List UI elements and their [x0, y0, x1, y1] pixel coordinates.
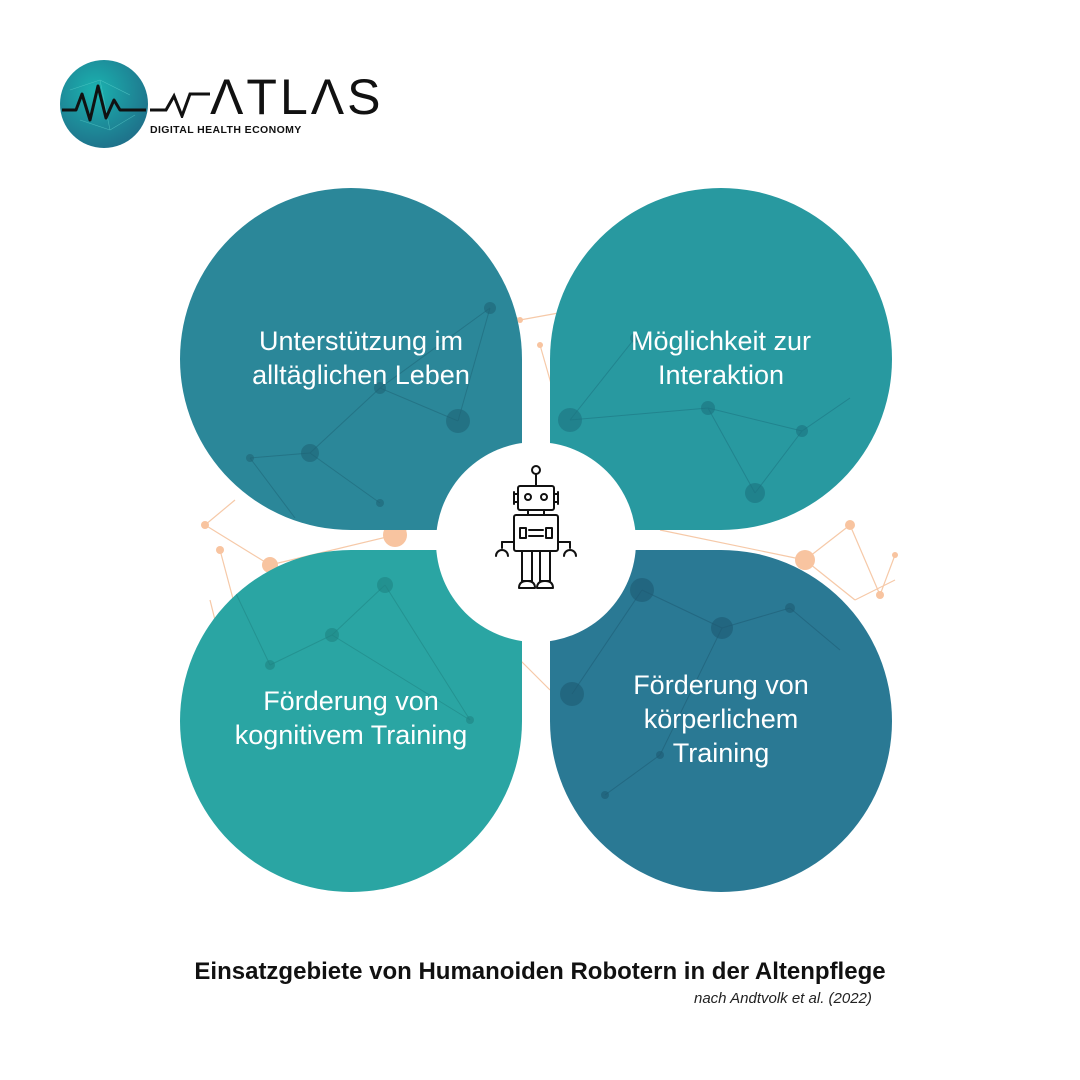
quadrant-bottom-left-line-1: Förderung von [263, 686, 439, 716]
center-circle [436, 442, 636, 642]
atlas-logo: ΛTLΛS [60, 60, 381, 150]
quadrant-top-left: Unterstützung im alltäglichen Leben [180, 188, 522, 530]
logo-pulse-line-icon [150, 92, 210, 118]
quadrant-top-right-line-2: Interaktion [657, 360, 785, 390]
quadrant-top-left-label: Unterstützung im alltäglichen Leben [200, 324, 522, 392]
quadrant-bottom-left-line-2: kognitivem Training [234, 720, 468, 750]
quadrant-bottom-right-line-3: Training [672, 738, 770, 768]
quadrant-top-right-line-1: Möglichkeit zur [630, 326, 812, 356]
quadrant-bottom-left-label: Förderung von kognitivem Training [180, 684, 522, 752]
quadrant-bottom-right-label: Förderung von körperlichem Training [550, 668, 892, 770]
petal-network-pattern [558, 333, 851, 503]
figure-caption-title: Einsatzgebiete von Humanoiden Robotern i… [194, 958, 886, 985]
quadrant-bottom-right-line-1: Förderung von [633, 670, 809, 700]
quadrant-top-left-line-2: alltäglichen Leben [252, 360, 470, 390]
quadrant-bottom-right-line-2: körperlichem [643, 704, 799, 734]
logo-wordmark: ΛTLΛS [210, 69, 384, 125]
quadrant-top-left-line-1: Unterstützung im [258, 326, 464, 356]
petal-network-pattern [219, 559, 474, 724]
petal-network-pattern [560, 578, 841, 799]
logo-heartbeat-icon [60, 60, 148, 148]
logo-tagline: DIGITAL HEALTH ECONOMY [150, 124, 302, 136]
quadrant-top-right-label: Möglichkeit zur Interaktion [550, 324, 892, 392]
robot-icon [495, 465, 577, 589]
petal-network-pattern [246, 302, 496, 519]
figure-caption-source: nach Andtvolk et al. (2022) [694, 990, 872, 1007]
